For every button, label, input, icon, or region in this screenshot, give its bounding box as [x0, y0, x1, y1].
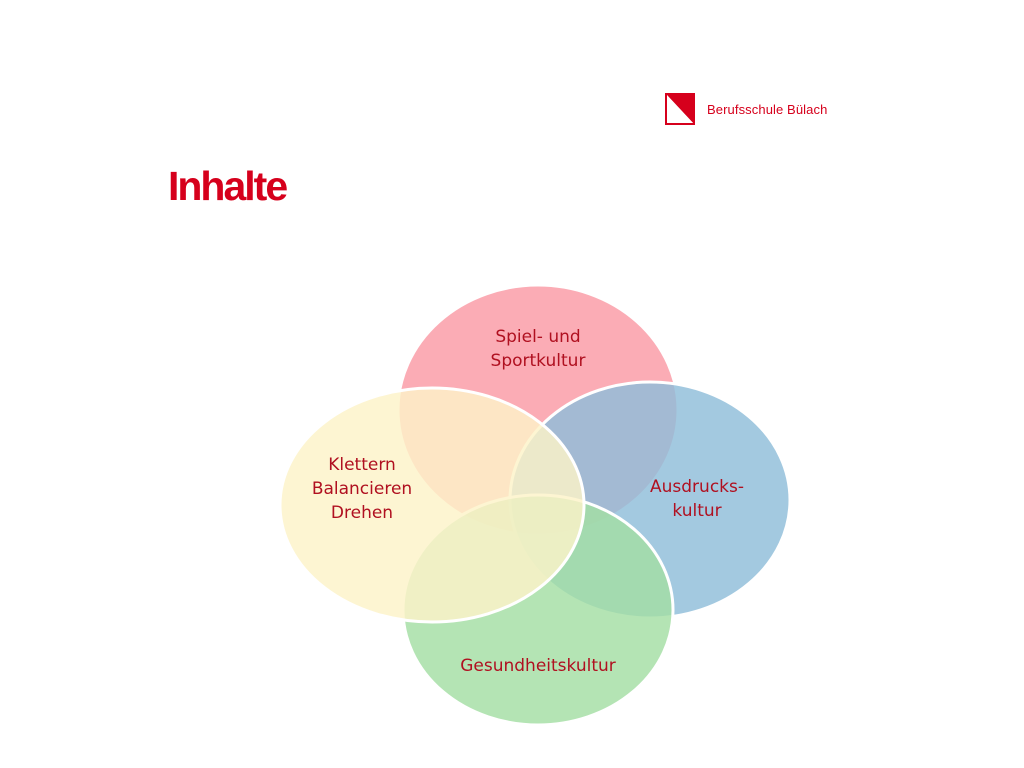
label-left-line: Balancieren: [312, 479, 412, 499]
label-right: Ausdrucks-kultur: [650, 477, 744, 521]
logo-text: Berufsschule Bülach: [707, 101, 828, 117]
label-left-line: Klettern: [328, 455, 396, 475]
school-logo: Berufsschule Bülach: [665, 93, 827, 125]
label-right-line: Ausdrucks-: [650, 477, 744, 497]
label-top-line: Sportkultur: [491, 351, 586, 371]
label-left-line: Drehen: [331, 503, 393, 523]
label-right-line: kultur: [672, 501, 721, 521]
circle-left: [278, 386, 586, 624]
logo-mark-icon: [665, 93, 695, 125]
label-bottom-line: Gesundheitskultur: [460, 656, 616, 676]
page-title: Inhalte: [168, 163, 288, 209]
label-top-line: Spiel- und: [495, 327, 580, 347]
label-bottom: Gesundheitskultur: [460, 656, 616, 676]
